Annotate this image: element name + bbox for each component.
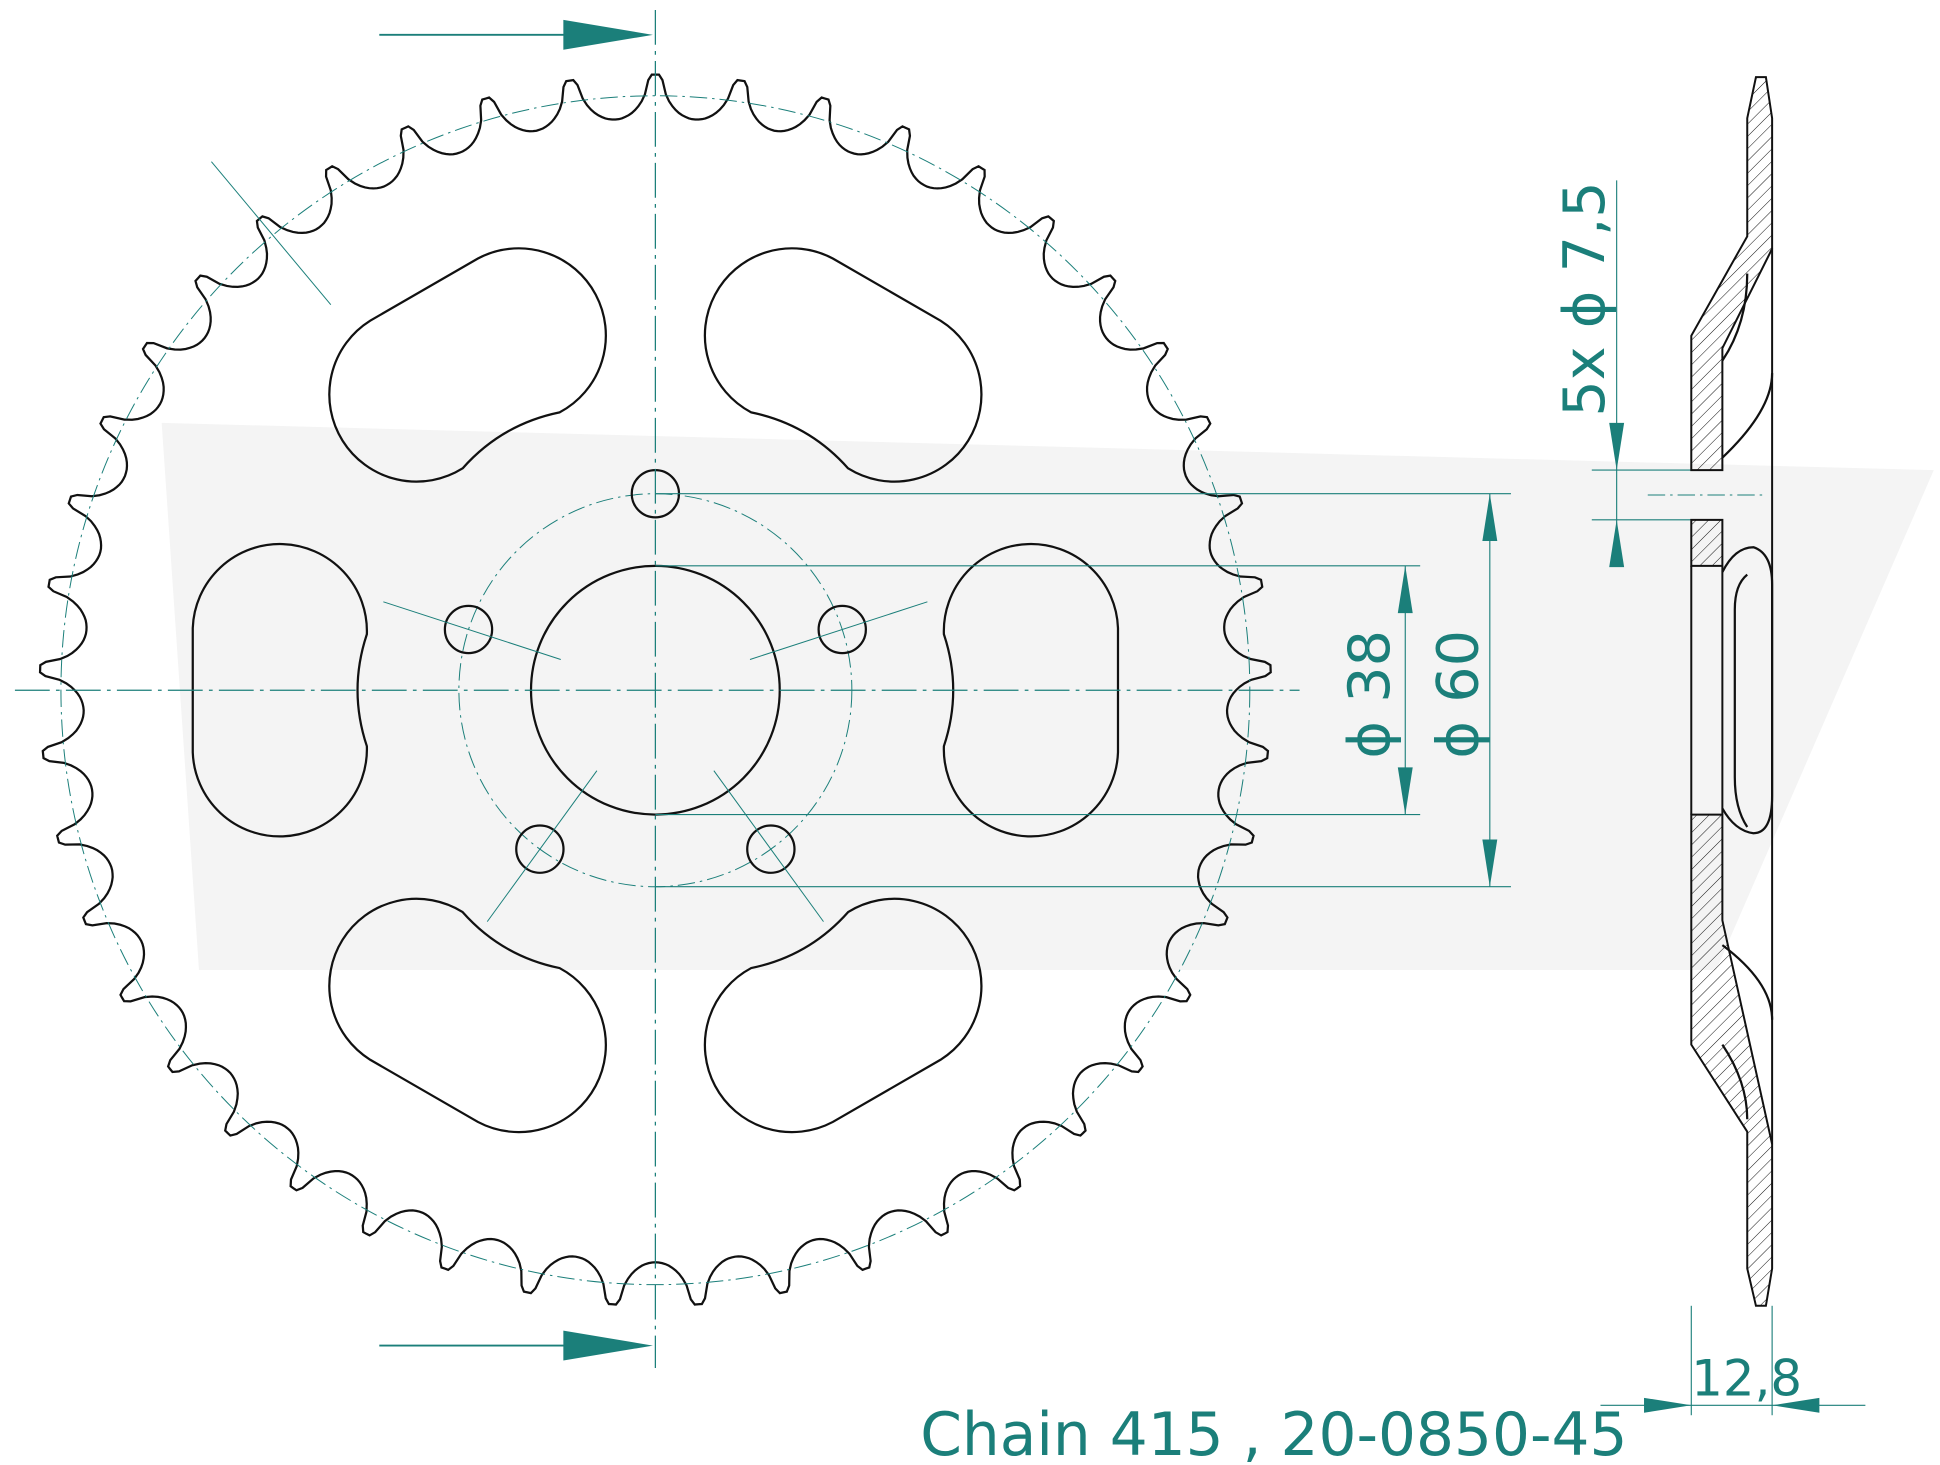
lightening-slots xyxy=(191,247,1120,1134)
bolt-hole-center-line xyxy=(486,770,598,922)
center-lines xyxy=(14,9,1300,1368)
part-caption: Chain 415 , 20-0850-45 xyxy=(920,1401,1627,1465)
bolt-hole xyxy=(746,824,796,874)
lightening-slot xyxy=(703,897,983,1134)
lightening-slot xyxy=(191,542,368,838)
lightening-slot xyxy=(328,897,607,1134)
lightening-slot xyxy=(703,247,983,483)
bolt-hole-dimension: 5x ϕ 7,5 xyxy=(1552,181,1618,416)
thickness-dimension: 12,8 xyxy=(1691,1349,1802,1407)
sprocket-teeth-outline xyxy=(38,73,1272,1306)
bolt-hole xyxy=(515,824,565,874)
bolt-hole xyxy=(817,604,867,655)
watermark-logo xyxy=(161,422,1934,971)
center-bore-dimension: ϕ 38 xyxy=(1337,630,1403,759)
section-arrow-bottom xyxy=(379,1330,653,1361)
lightening-slot xyxy=(942,542,1120,838)
bolt-hole-center-line xyxy=(749,601,928,660)
bolt-circle-dimension: ϕ 60 xyxy=(1425,630,1491,759)
bolt-hole-center-line xyxy=(713,770,824,922)
bolt-hole-center-line xyxy=(383,601,561,660)
lightening-slot xyxy=(328,247,607,483)
section-arrow-top xyxy=(379,19,653,50)
bolt-hole xyxy=(443,604,494,655)
side-section-view xyxy=(1647,76,1774,1307)
dimension-arrowheads xyxy=(1397,422,1820,1413)
tooth-reference-line xyxy=(211,161,332,306)
